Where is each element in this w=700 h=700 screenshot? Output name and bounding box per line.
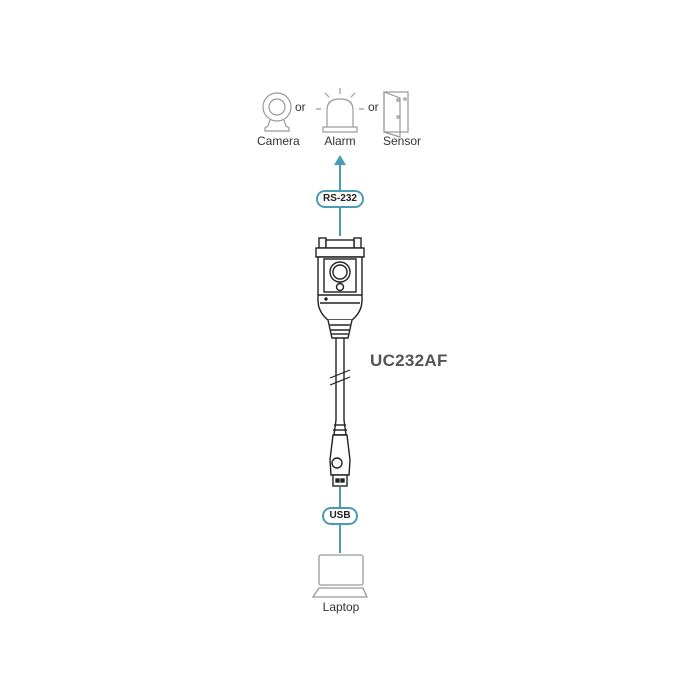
laptop-label: Laptop	[322, 600, 360, 614]
usb-badge: USB	[322, 507, 358, 525]
rs232-badge: RS-232	[316, 190, 364, 208]
camera-label: Camera	[257, 134, 300, 148]
alarm-light-icon	[316, 88, 364, 133]
separator-or-2: or	[368, 100, 379, 114]
alarm-label: Alarm	[324, 134, 356, 148]
separator-or-1: or	[295, 100, 306, 114]
model-name: UC232AF	[370, 351, 448, 370]
laptop-icon	[311, 554, 369, 598]
usb-to-serial-adapter-icon	[315, 237, 365, 487]
sensor-label: Sensor	[382, 134, 422, 148]
camera-icon	[262, 92, 292, 132]
door-sensor-icon	[383, 91, 409, 138]
